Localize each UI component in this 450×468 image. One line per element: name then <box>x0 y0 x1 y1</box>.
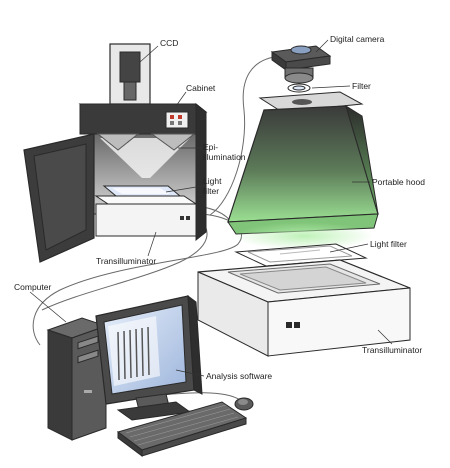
digital-camera <box>270 45 332 84</box>
label-light-filter-cabinet-line2: filter <box>203 186 220 196</box>
label-computer: Computer <box>14 282 52 292</box>
light-filter-right-leader <box>329 243 369 253</box>
label-portable-hood: Portable hood <box>372 177 425 187</box>
ccd-leader <box>139 45 159 63</box>
computer-tower <box>46 317 108 441</box>
transilluminator-right-leader <box>377 329 393 345</box>
ccd-camera <box>109 43 151 105</box>
label-light-filter-right: Light filter <box>370 239 407 249</box>
computer-monitor <box>95 294 203 421</box>
label-ccd: CCD <box>160 38 179 48</box>
cabinet-cable <box>41 217 208 311</box>
cabinet-leader <box>175 91 187 107</box>
keyboard <box>116 401 248 457</box>
mouse <box>234 397 254 411</box>
transilluminator-large <box>197 259 411 357</box>
label-digital-camera: Digital camera <box>330 34 385 44</box>
label-light-filter-cabinet-line1: Light <box>203 176 222 186</box>
filter-disc <box>287 83 311 93</box>
label-transilluminator-left: Transilluminator <box>96 256 157 266</box>
label-epi-line2: illumination <box>203 152 246 162</box>
portable-hood <box>227 91 379 250</box>
computer-leader <box>29 291 67 323</box>
analysis-software-leader <box>175 369 205 377</box>
label-light-filter-cabinet: Light filter <box>203 176 221 196</box>
leader-lines <box>29 39 393 377</box>
camera-cable <box>209 55 283 216</box>
label-epi-line1: Epi- <box>203 142 219 152</box>
filter-leader <box>311 85 351 89</box>
label-transilluminator-right: Transilluminator <box>362 345 423 355</box>
transilluminator-left-leader <box>147 231 157 257</box>
cabinet <box>23 102 208 263</box>
camera-leader <box>315 39 329 53</box>
label-cabinet: Cabinet <box>186 83 216 93</box>
light-filter-cabinet-leader <box>165 185 203 193</box>
label-filter: Filter <box>352 81 371 91</box>
label-analysis-software: Analysis software <box>206 371 273 381</box>
